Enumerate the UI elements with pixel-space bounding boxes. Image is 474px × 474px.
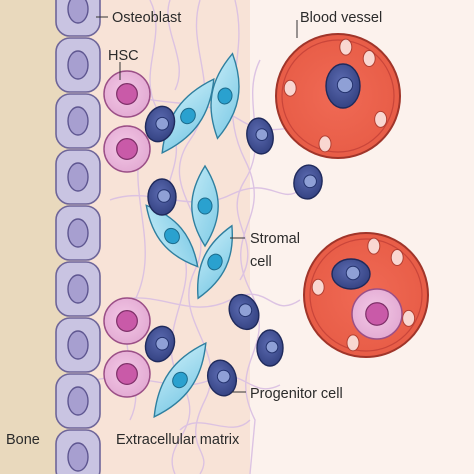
- progenitor-cell: [246, 117, 274, 155]
- osteoblast-cell: [55, 149, 101, 205]
- hsc-nucleus: [116, 138, 138, 160]
- hsc-nucleus: [365, 302, 389, 326]
- progenitor-cells: [144, 63, 371, 397]
- matrix-fiber: [236, 59, 261, 281]
- osteoblast-cell: [55, 261, 101, 317]
- matrix-fiber: [167, 0, 180, 91]
- endothelial-nucleus: [367, 237, 381, 255]
- osteoblast-nucleus: [67, 274, 89, 304]
- endothelial-nucleus: [311, 278, 325, 296]
- progenitor-cell: [293, 164, 323, 200]
- stromal-cell: [161, 77, 215, 155]
- osteoblast-cell: [55, 0, 101, 37]
- stromal-cell: [153, 341, 207, 419]
- progenitor-nucleus: [345, 265, 361, 281]
- progenitor-nucleus: [336, 76, 354, 94]
- hsc-cell: [103, 70, 151, 118]
- osteoblast-nucleus: [67, 0, 89, 24]
- hsc-cell: [103, 297, 151, 345]
- progenitor-cell: [256, 329, 284, 367]
- vessel-lumen-ring: [309, 238, 423, 352]
- endothelial-nucleus: [283, 79, 297, 97]
- progenitor-nucleus: [303, 174, 317, 189]
- hsc-nucleus: [116, 363, 138, 385]
- endothelial-nucleus: [362, 50, 376, 68]
- osteoblast-label: Osteoblast: [112, 10, 181, 26]
- matrix-fiber: [109, 187, 301, 203]
- hsc-label: HSC: [108, 48, 139, 64]
- stromal-cell: [210, 52, 240, 140]
- progenitor-nucleus: [238, 303, 253, 318]
- progenitor-label: Progenitor cell: [250, 386, 343, 402]
- stromal-cell: [191, 164, 219, 248]
- progenitor-cell: [206, 359, 238, 397]
- progenitor-cell: [228, 293, 260, 331]
- hsc-cells: [103, 70, 403, 398]
- hsc-nucleus: [116, 83, 138, 105]
- leader-lines: [96, 16, 298, 393]
- osteoblast-nucleus: [67, 218, 89, 248]
- progenitor-nucleus: [265, 340, 279, 354]
- hsc-cell: [103, 125, 151, 173]
- hsc-cell: [351, 288, 403, 340]
- vessel-lumen-ring: [281, 39, 395, 153]
- progenitor-cell: [144, 105, 176, 143]
- osteoblast-cell: [55, 93, 101, 149]
- osteoblast-cell: [55, 205, 101, 261]
- progenitor-cell: [147, 178, 177, 216]
- endothelial-nucleus: [346, 334, 360, 352]
- osteoblast-nucleus: [67, 162, 89, 192]
- osteoblast-cell: [55, 429, 101, 474]
- progenitor-cell: [144, 325, 176, 363]
- osteoblast-cell: [55, 37, 101, 93]
- hsc-cell: [103, 350, 151, 398]
- progenitor-cell: [325, 63, 361, 109]
- progenitor-nucleus: [157, 189, 171, 203]
- stromal-nucleus: [180, 107, 196, 125]
- hsc-nucleus: [116, 310, 138, 332]
- osteoblast-layer: [55, 0, 101, 474]
- stromal-cells: [145, 52, 240, 419]
- bone-label: Bone: [6, 432, 40, 448]
- osteoblast-nucleus: [67, 386, 89, 416]
- osteoblast-nucleus: [67, 330, 89, 360]
- osteoblast-cell: [55, 373, 101, 429]
- osteoblast-cell: [55, 317, 101, 373]
- osteoblast-nucleus: [67, 442, 89, 472]
- osteoblast-nucleus: [67, 106, 89, 136]
- stromal-label-line1: Stromal: [250, 231, 300, 247]
- endothelial-nucleus: [402, 309, 416, 327]
- stromal-nucleus: [217, 87, 233, 105]
- matrix-fiber: [179, 419, 251, 431]
- endothelial-nucleus: [390, 249, 404, 267]
- blood-vessel-label: Blood vessel: [300, 10, 382, 26]
- progenitor-nucleus: [255, 128, 269, 142]
- endothelial-nucleus: [374, 110, 388, 128]
- matrix-fiber: [119, 293, 301, 308]
- stromal-nucleus: [172, 371, 188, 389]
- stromal-cell: [145, 204, 199, 268]
- ecm-label: Extracellular matrix: [116, 432, 240, 448]
- stromal-cell: [196, 224, 234, 300]
- endothelial-nucleus: [318, 135, 332, 153]
- osteoblast-nucleus: [67, 50, 89, 80]
- stromal-nucleus: [164, 227, 180, 245]
- stromal-nucleus: [207, 253, 223, 271]
- progenitor-nucleus: [216, 369, 231, 384]
- progenitor-nucleus: [155, 336, 170, 351]
- stromal-label-line2: cell: [250, 254, 272, 270]
- stromal-nucleus: [197, 197, 213, 215]
- endothelial-nucleus: [339, 38, 353, 56]
- progenitor-nucleus: [155, 116, 170, 131]
- progenitor-cell: [331, 258, 371, 290]
